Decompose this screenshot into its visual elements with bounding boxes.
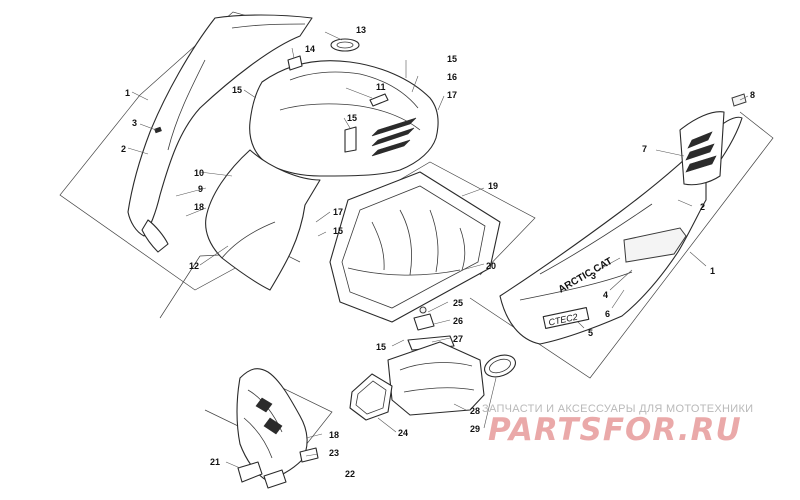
- callout-4: 4: [603, 290, 608, 300]
- callout-6: 6: [605, 309, 610, 319]
- callout-16: 16: [447, 72, 457, 82]
- callout-15-mid-left: 15: [333, 226, 343, 236]
- callout-23: 23: [329, 448, 339, 458]
- callout-18-left: 18: [194, 202, 204, 212]
- hood-assembly: [205, 60, 439, 291]
- callout-15-top-left: 15: [232, 85, 242, 95]
- callout-7: 7: [642, 144, 647, 154]
- callout-14: 14: [305, 44, 315, 54]
- callout-17-mid: 17: [333, 207, 343, 217]
- callout-1-right: 1: [710, 266, 715, 276]
- callout-12: 12: [189, 261, 199, 271]
- callout-3-right: 3: [591, 271, 596, 281]
- left-side-panel: [127, 14, 313, 253]
- right-side-panel: [499, 93, 747, 345]
- callout-20: 20: [486, 261, 496, 271]
- callout-9: 9: [198, 184, 203, 194]
- callout-8: 8: [750, 90, 755, 100]
- callout-numbers: 1 3 2 9 18 10 12 13 14 15 11 15 15 16 17…: [121, 25, 755, 479]
- left-panel-clip: [154, 126, 162, 134]
- callout-13: 13: [356, 25, 366, 35]
- callout-18-lower: 18: [329, 430, 339, 440]
- callout-17-top: 17: [447, 90, 457, 100]
- air-box: [329, 171, 501, 323]
- callout-11: 11: [376, 82, 386, 92]
- watermark-logo: PARTSFOR.RU: [488, 412, 742, 448]
- callout-10: 10: [194, 168, 204, 178]
- callout-25: 25: [453, 298, 463, 308]
- callout-22: 22: [345, 469, 355, 479]
- callout-28: 28: [470, 406, 480, 416]
- callout-19: 19: [488, 181, 498, 191]
- gas-cap: [330, 38, 360, 52]
- callout-27: 27: [453, 334, 463, 344]
- callout-21: 21: [210, 457, 220, 467]
- air-intake-duct: [349, 341, 516, 421]
- callout-2-right: 2: [700, 202, 705, 212]
- callout-26: 26: [453, 316, 463, 326]
- callout-15-lower: 15: [376, 342, 386, 352]
- front-lower-panel: [236, 368, 319, 489]
- callout-5: 5: [588, 328, 593, 338]
- mount-bracket: [407, 306, 455, 351]
- watermark-subtitle: ЗАПЧАСТИ И АКСЕССУАРЫ ДЛЯ МОТОТЕХНИКИ: [482, 403, 754, 415]
- callout-1-left: 1: [125, 88, 130, 98]
- callout-15-top-right: 15: [447, 54, 457, 64]
- callout-2-left: 2: [121, 144, 126, 154]
- callout-29: 29: [470, 424, 480, 434]
- callout-3-left: 3: [132, 118, 137, 128]
- callout-24: 24: [398, 428, 408, 438]
- callout-15-mid: 15: [347, 113, 357, 123]
- top-small-parts: [287, 38, 389, 153]
